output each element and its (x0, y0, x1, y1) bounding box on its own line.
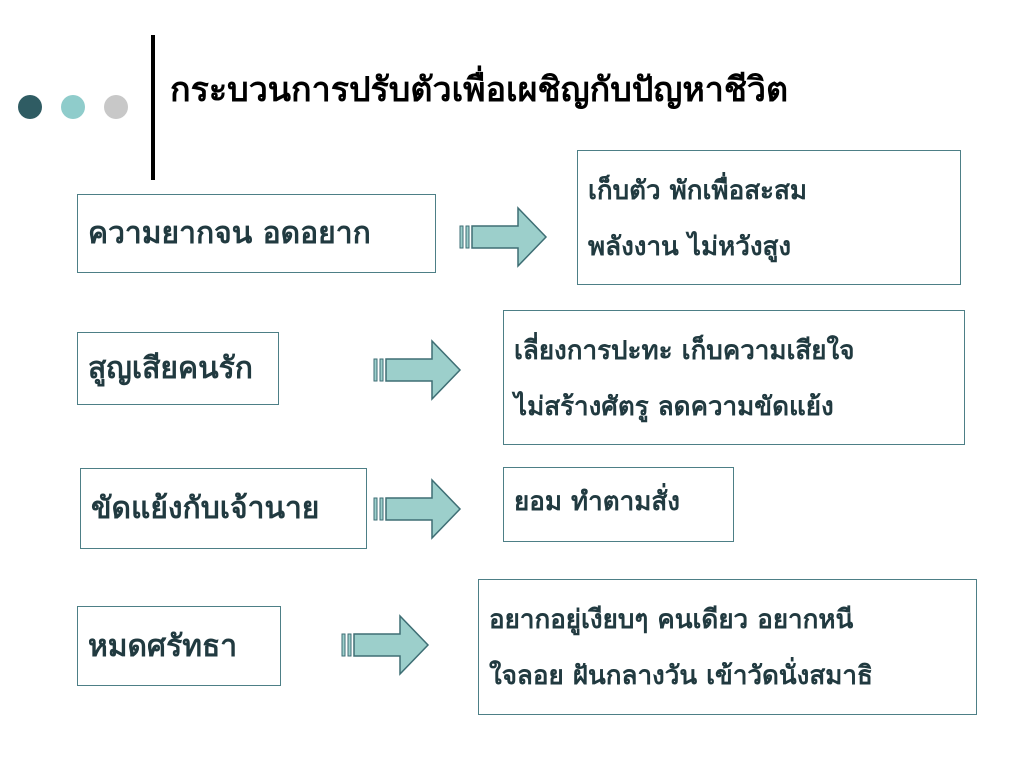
arrow-right-icon (373, 339, 462, 401)
title-divider (151, 35, 155, 180)
page-title: กระบวนการปรับตัวเพื่อเผชิญกับปัญหาชีวิต (170, 70, 789, 110)
problem-label: สูญเสียคนรัก (88, 351, 253, 386)
response-line: เก็บตัว พักเพื่อสะสม (588, 176, 808, 206)
response-box-conflict-with-boss: ยอม ทำตามสั่ง (503, 467, 734, 542)
problem-box-conflict-with-boss: ขัดแย้งกับเจ้านาย (80, 468, 367, 549)
decorative-dot-dark (18, 95, 42, 119)
problem-label: ขัดแย้งกับเจ้านาย (91, 491, 320, 526)
arrow-right-icon (341, 614, 430, 676)
problem-box-loss-of-loved-one: สูญเสียคนรัก (77, 332, 279, 405)
response-box-loss-of-loved-one: เลี่ยงการปะทะ เก็บความเสียใจ ไม่สร้างศัต… (503, 310, 965, 445)
response-box-poverty: เก็บตัว พักเพื่อสะสม พลังงาน ไม่หวังสูง (577, 150, 961, 285)
decorative-dot-teal (61, 95, 85, 119)
problem-box-loss-of-faith: หมดศรัทธา (77, 606, 281, 686)
response-line: อยากอยู่เงียบๆ คนเดียว อยากหนี (489, 605, 854, 635)
response-box-loss-of-faith: อยากอยู่เงียบๆ คนเดียว อยากหนี ใจลอย ฝัน… (478, 579, 977, 715)
arrow-right-icon (459, 206, 548, 268)
response-line: ยอม ทำตามสั่ง (514, 487, 680, 517)
decorative-dot-gray (104, 95, 128, 119)
response-line: ใจลอย ฝันกลางวัน เข้าวัดนั่งสมาธิ (489, 661, 873, 691)
response-line: พลังงาน ไม่หวังสูง (588, 232, 792, 262)
problem-box-poverty: ความยากจน อดอยาก (77, 194, 436, 273)
problem-label: ความยากจน อดอยาก (88, 216, 371, 251)
response-line: เลี่ยงการปะทะ เก็บความเสียใจ (514, 336, 855, 366)
problem-label: หมดศรัทธา (88, 628, 238, 664)
arrow-right-icon (373, 478, 462, 540)
response-line: ไม่สร้างศัตรู ลดความขัดแย้ง (514, 392, 834, 422)
